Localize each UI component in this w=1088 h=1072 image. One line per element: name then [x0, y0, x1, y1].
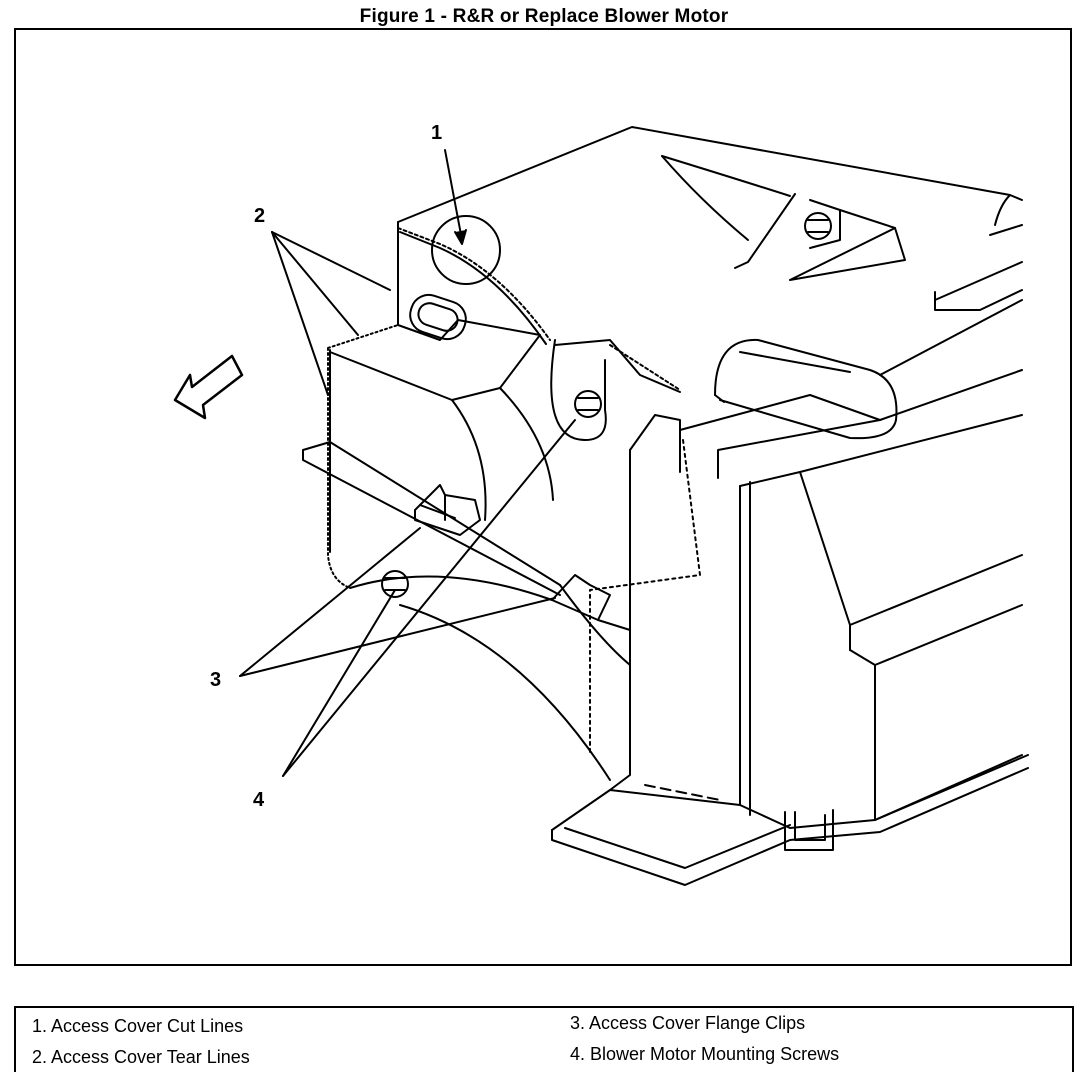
base-flange	[551, 754, 1029, 831]
upper-screw-boss	[550, 339, 607, 441]
cut-line-detail-circle	[431, 215, 501, 285]
access-cover-tear-line	[327, 324, 399, 589]
legend-item-flange-clips: 3. Access Cover Flange Clips	[570, 1013, 806, 1033]
leader-1	[444, 149, 463, 241]
housing-top-outline	[397, 126, 1023, 223]
flange-clip-right	[551, 574, 611, 621]
leader-4a	[282, 589, 396, 777]
mounting-screw-lower	[381, 570, 409, 598]
oval-slot	[409, 293, 467, 341]
callout-1: 1	[431, 122, 442, 144]
legend-item-cut-lines: 1. Access Cover Cut Lines	[32, 1016, 244, 1036]
legend-item-tear-lines: 2. Access Cover Tear Lines	[32, 1047, 250, 1067]
callout-3: 3	[210, 669, 221, 691]
bottom-flange-clip	[784, 809, 834, 851]
leader-2c	[271, 231, 391, 291]
callout-4: 4	[253, 789, 265, 811]
upper-screw	[804, 212, 832, 240]
access-cover-tear-line-right	[589, 439, 701, 756]
legend-item-mounting-screws: 4. Blower Motor Mounting Screws	[570, 1044, 840, 1064]
mounting-screw-upper	[574, 390, 602, 418]
leader-2b	[271, 231, 329, 396]
center-pillar	[609, 449, 631, 791]
illustration-frame	[14, 28, 1072, 966]
blower-motor-illustration: 1 2 3 4	[173, 122, 1029, 886]
leader-2a	[271, 231, 359, 336]
legend-box: 1. Access Cover Cut Lines 2. Access Cove…	[14, 1006, 1074, 1072]
left-flange-shelf	[302, 441, 561, 586]
access-cover-cut-line	[397, 227, 551, 341]
leader-3a	[239, 527, 421, 677]
leader-4b	[282, 419, 576, 777]
motor-cylinder	[714, 338, 898, 440]
callout-2: 2	[254, 205, 265, 227]
flange-clip-left	[414, 484, 481, 536]
figure-title: Figure 1 - R&R or Replace Blower Motor	[359, 6, 729, 27]
forward-arrow-icon	[173, 354, 244, 420]
